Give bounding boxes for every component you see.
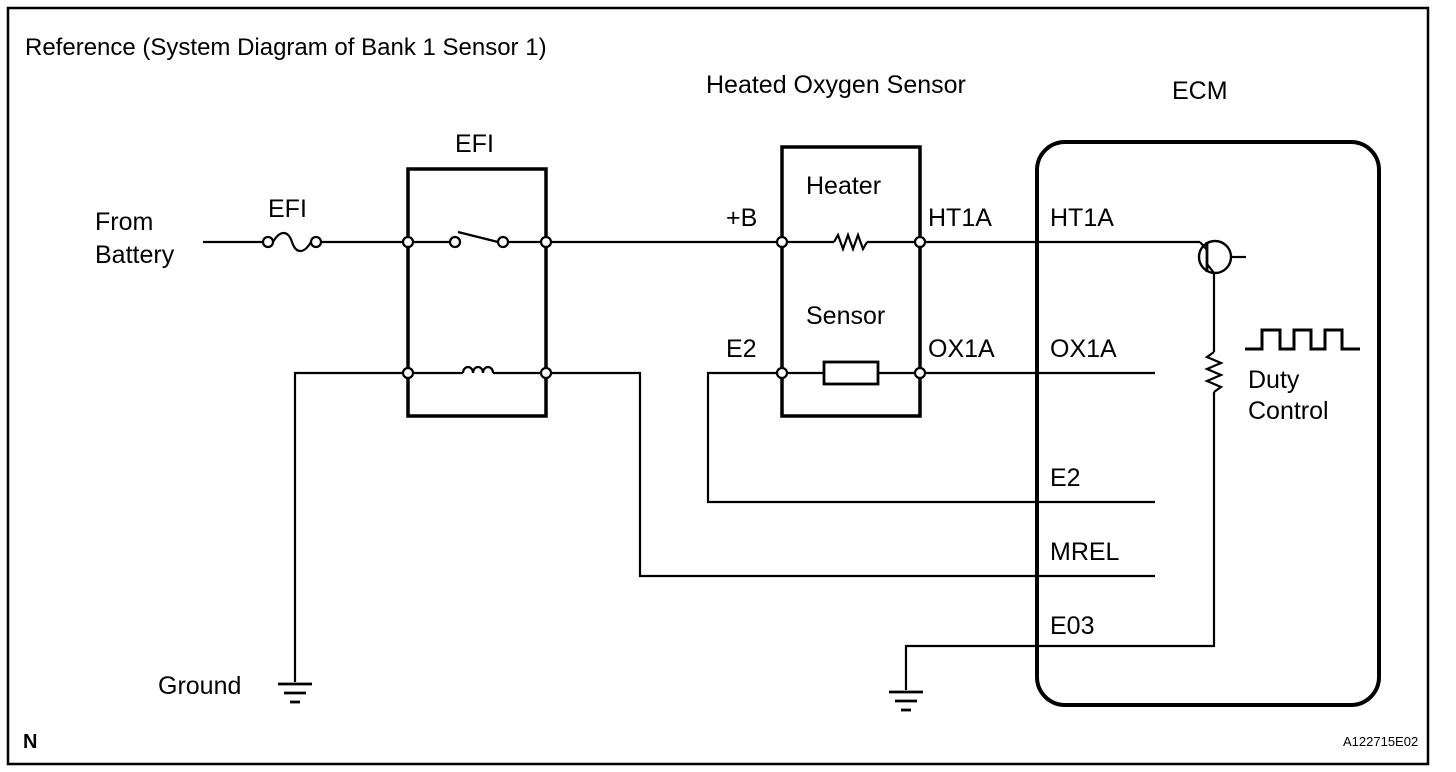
duty-pulse-icon: [1245, 328, 1360, 351]
heater-transistor: [1197, 239, 1246, 275]
relay-switch-blade: [457, 230, 499, 244]
duty-control-label-1: Duty: [1248, 366, 1300, 394]
pin-label-mrel: MREL: [1050, 538, 1120, 566]
sensor-terminal-plus-b: [775, 235, 789, 249]
relay-coil: [461, 365, 495, 374]
ground-symbol-right: [889, 690, 923, 712]
heater-resistor: [833, 231, 868, 253]
pin-label-e2-ecm: E2: [1050, 464, 1081, 492]
relay-terminal-4: [539, 366, 553, 380]
sensor-terminal-ox1a: [913, 366, 927, 380]
figure-code: A122715E02: [1343, 734, 1418, 749]
mrel-wire: [551, 371, 1155, 578]
pin-label-ox1a-sensor: OX1A: [928, 335, 995, 363]
duty-control-label-2: Control: [1248, 397, 1329, 425]
corner-mark: N: [23, 731, 37, 753]
diagram-frame: [6, 6, 1430, 766]
pin-label-e2-sensor: E2: [726, 335, 757, 363]
ecm-box: [1035, 140, 1381, 707]
heater-label: Heater: [806, 172, 881, 200]
fuse-label: EFI: [268, 195, 307, 223]
sensor-terminal-e2: [775, 366, 789, 380]
relay-terminal-1: [401, 235, 415, 249]
pin-label-ox1a-ecm: OX1A: [1050, 335, 1117, 363]
efi-fuse: EFI: [261, 195, 323, 253]
coil-ground-wire: [293, 371, 403, 682]
ground-label: Ground: [158, 672, 241, 700]
source-label-battery: Battery: [95, 241, 175, 269]
source-label-from: From: [95, 208, 153, 236]
ecm-resistor: [1204, 351, 1224, 393]
sensor-title: Heated Oxygen Sensor: [706, 71, 966, 99]
sensor-element-label: Sensor: [806, 302, 885, 330]
relay-terminal-3: [401, 366, 415, 380]
relay-terminal-2: [539, 235, 553, 249]
sensor-element: [822, 360, 880, 386]
pin-label-e03: E03: [1050, 612, 1094, 640]
e2-wire: [706, 371, 1155, 504]
efi-relay: EFI: [401, 130, 553, 418]
ground-symbol-left: [278, 682, 312, 704]
sensor-terminal-ht1a: [913, 235, 927, 249]
e03-wire: [904, 392, 1216, 690]
heated-oxygen-sensor: Heater Sensor: [775, 145, 927, 418]
pin-label-ht1a-ecm: HT1A: [1050, 204, 1114, 232]
ecm-title: ECM: [1172, 77, 1228, 105]
pin-label-ht1a-sensor: HT1A: [928, 204, 992, 232]
relay-label: EFI: [455, 130, 494, 158]
pin-label-plus-b: +B: [726, 204, 757, 232]
diagram-title: Reference (System Diagram of Bank 1 Sens…: [25, 34, 547, 61]
